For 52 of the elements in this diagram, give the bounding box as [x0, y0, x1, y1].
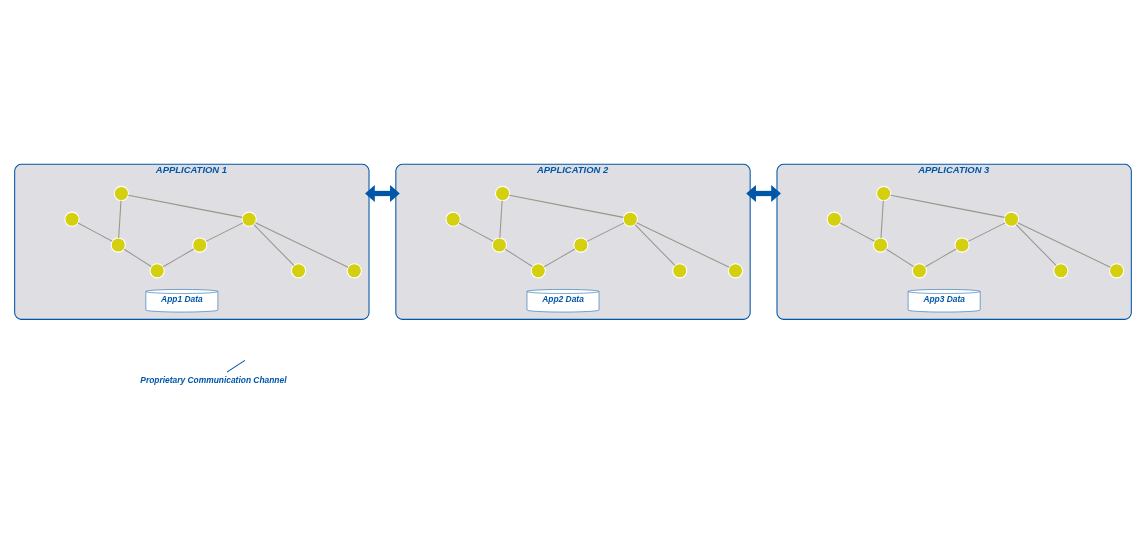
- connector: [885, 248, 914, 267]
- connector: [586, 221, 625, 242]
- connector: [1017, 221, 1111, 268]
- node-circle: [149, 262, 165, 278]
- connector: [499, 199, 503, 238]
- connector: [508, 194, 624, 218]
- connector: [967, 221, 1006, 242]
- node-circle: [622, 211, 638, 227]
- node-circle: [1003, 211, 1020, 227]
- node-circle: [872, 236, 889, 253]
- connector: [226, 359, 246, 372]
- node-circle: [530, 262, 546, 278]
- connector: [1015, 223, 1057, 266]
- node-circle: [727, 262, 744, 278]
- node-circle: [1108, 262, 1125, 278]
- connector: [839, 221, 876, 242]
- connector: [162, 247, 195, 267]
- connector: [634, 223, 676, 266]
- node-circle: [954, 236, 970, 253]
- connector: [254, 221, 349, 268]
- node-circle: [876, 185, 892, 201]
- connector: [880, 199, 884, 238]
- node-circle: [494, 185, 511, 201]
- connector: [458, 221, 494, 242]
- connector: [543, 247, 576, 267]
- arrow: [746, 184, 781, 202]
- node-text: Proprietary Communication Channel: [140, 374, 287, 385]
- connector: [205, 221, 244, 242]
- connector: [890, 194, 1006, 218]
- node-circle: [192, 236, 208, 253]
- node-circle: [911, 262, 928, 278]
- connector: [253, 223, 295, 266]
- node-circle: [491, 236, 508, 253]
- node-circle: [445, 211, 461, 227]
- connector: [123, 248, 152, 267]
- arrow: [365, 184, 400, 202]
- connector: [127, 194, 243, 218]
- node-circle: [672, 262, 688, 278]
- connector: [636, 221, 730, 268]
- node-circle: [1053, 262, 1069, 278]
- node-circle: [573, 236, 589, 253]
- connector: [77, 221, 113, 242]
- node-circle: [826, 211, 842, 227]
- node-circle: [346, 262, 362, 278]
- connector: [504, 248, 533, 267]
- node-circle: [113, 185, 130, 201]
- node-circle: [290, 262, 307, 278]
- connector: [924, 247, 957, 267]
- node-circle: [241, 211, 257, 227]
- node-circle: [110, 236, 126, 253]
- node-circle: [64, 211, 80, 227]
- connector: [118, 199, 122, 238]
